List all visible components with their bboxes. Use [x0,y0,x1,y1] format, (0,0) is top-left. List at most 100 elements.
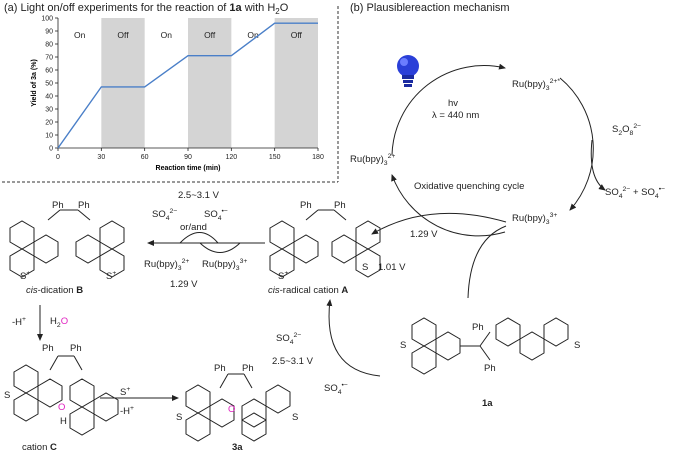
voltage-101: 1.01 V [378,262,406,273]
sulfur-label: S+ [120,386,131,399]
y-tick-label: 60 [45,68,53,75]
off-region [188,18,232,148]
sulfate-anion-bottom: SO42− [276,332,302,347]
start-1a-label: 1a [482,398,493,409]
ph-label: Ph [78,200,90,211]
dication-b-label: cis-dication B [26,285,84,296]
ph-label: Ph [214,363,226,374]
radical-a-structure [269,209,381,278]
region-label: On [161,30,173,40]
ru2-left: Ru(bpy)32+ [144,258,190,273]
sulfate-radical-arc [326,299,381,377]
deprotonation-1: -H+ [12,316,27,329]
x-tick-label: 120 [225,154,237,161]
region-label: Off [117,30,129,40]
sulfur-label: S [400,340,407,351]
or-and-arc [179,232,219,244]
product-3a-structure [185,373,291,442]
sulfate-radical-top: SO4•− [204,208,228,223]
sulfate-radical-bottom: SO4•− [324,382,348,397]
water-label: H2O [50,316,69,329]
ph-label: Ph [300,200,312,211]
voltage-129-right: 1.29 V [410,229,438,240]
ph-label: Ph [484,363,496,374]
region-label: On [247,30,259,40]
sulfur-label: S [176,412,183,423]
panel-b-title: (b) Plausiblereaction mechanism [350,2,510,14]
ph-label: Ph [70,343,82,354]
chart-x-axis-label: Reaction time (min) [156,165,221,172]
light-bulb-icon [397,55,419,87]
voltage-2531-top: 2.5~3.1 V [178,190,219,201]
dication-b-structure [9,209,125,278]
region-label: Off [204,30,216,40]
chart-shaded-regions [101,18,318,148]
deprotonation-2: -H+ [120,405,135,418]
radical-a-label: cis-radical cation A [268,285,349,296]
product-3a-label: 3a [232,442,243,453]
oxidation-arrow-ru [371,212,507,235]
y-tick-label: 70 [45,55,53,62]
ru3-left: Ru(bpy)33+ [202,258,248,273]
ph-label: Ph [52,200,64,211]
sulfate-anion-top: SO42− [152,208,178,223]
off-region [101,18,145,148]
x-tick-label: 30 [97,154,105,161]
sulfur-label: S+ [106,270,117,283]
ph-label: Ph [242,363,254,374]
sulfur-label: S [292,412,299,423]
sulfur-label: S [574,340,581,351]
panel-a-title: (a) Light on/off experiments for the rea… [4,2,289,17]
x-tick-label: 90 [184,154,192,161]
y-tick-label: 0 [49,146,53,153]
ph-label: Ph [42,343,54,354]
cycle-arc-top [391,63,506,156]
ru-arc [199,242,241,253]
y-tick-label: 30 [45,107,53,114]
chart-y-axis-label: Yield of 3a (%) [31,59,38,107]
sulfur-label: S [362,262,369,273]
wavelength-label: λ = 440 nm [432,110,480,121]
oxygen-label: O [58,402,66,413]
voltage-2531-bottom: 2.5~3.1 V [272,356,313,367]
sulfur-label: S+ [20,270,31,283]
y-tick-label: 90 [45,29,53,36]
off-region [274,18,318,148]
ru-ground-label: Ru(bpy)32+ [350,153,396,168]
voltage-129-left: 1.29 V [170,279,198,290]
oxygen-label: O [228,404,236,415]
cycle-name-label: Oxidative quenching cycle [414,181,525,192]
region-label: On [74,30,86,40]
cation-c-label: cation C [22,442,57,453]
yield-line-series [57,22,318,149]
x-tick-label: 0 [56,154,60,161]
ph-label: Ph [472,322,484,333]
cycle-arc-bottom [391,174,506,237]
ph-label: Ph [334,200,346,211]
start-1a-structure [411,317,569,375]
persulfate-label: S2O82− [612,123,642,138]
region-label: Off [291,30,303,40]
y-tick-label: 50 [45,81,53,88]
sulfur-label: S [4,390,11,401]
sulfate-products-label: SO42− + SO4•− [605,186,666,201]
x-tick-label: 60 [141,154,149,161]
hydrogen-label: H [60,416,67,427]
x-tick-label: 150 [269,154,281,161]
y-tick-label: 10 [45,133,53,140]
y-tick-label: 100 [41,16,53,23]
y-tick-label: 40 [45,94,53,101]
ru-excited-label: Ru(bpy)32+* [512,78,561,93]
ru-oxidized-label: Ru(bpy)33+ [512,212,558,227]
oxidation-arrow-1a [467,225,507,299]
x-tick-label: 180 [312,154,324,161]
cation-c-structure [13,355,119,436]
sulfur-label: S+ [278,270,289,283]
cycle-arc-right [559,77,594,211]
hv-label: hv [448,98,459,109]
y-tick-label: 80 [45,42,53,49]
or-and-label: or/and [180,222,207,233]
